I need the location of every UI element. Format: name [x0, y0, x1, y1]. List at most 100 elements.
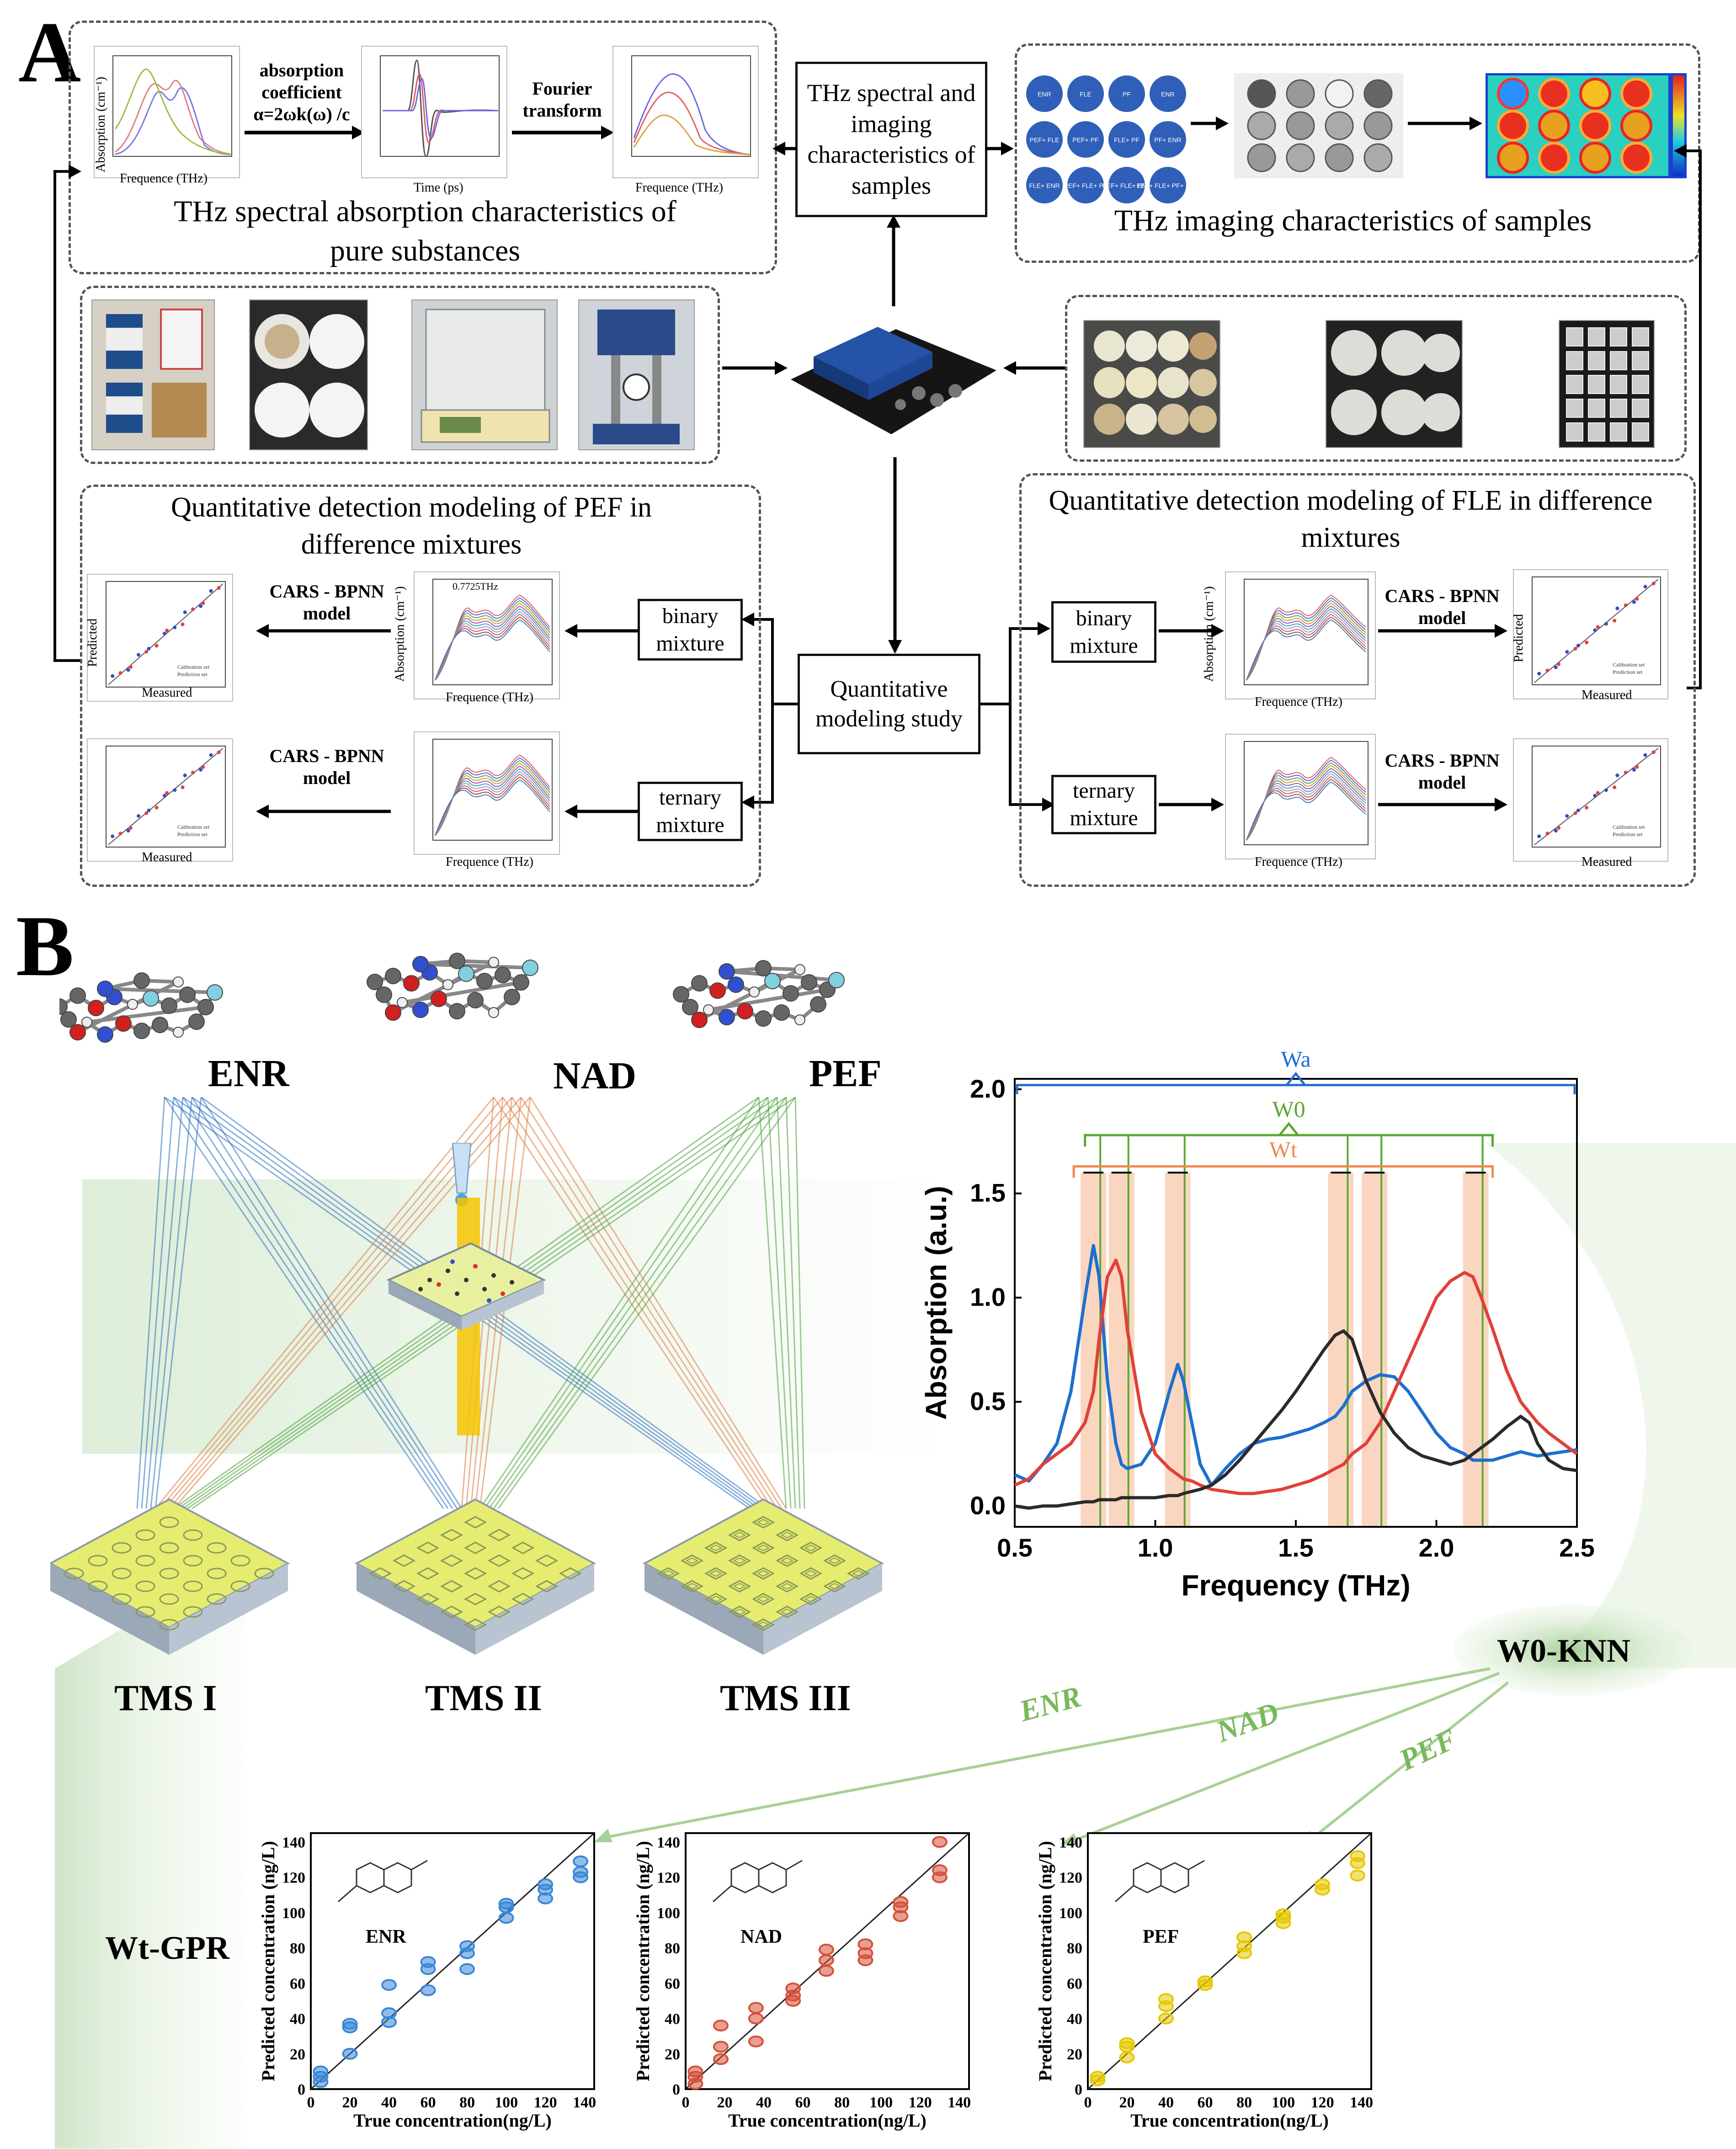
mini-scatter-point	[1643, 753, 1647, 757]
arrow-line-3: α=2ωk(ω) /c	[253, 104, 350, 124]
y-tick-label: 120	[282, 1870, 305, 1887]
atom	[133, 1023, 150, 1039]
molecule-label-enr: ENR	[208, 1052, 289, 1095]
mini-scatter-point	[1624, 603, 1628, 607]
data-point	[932, 1836, 948, 1848]
x-tick-label: 80	[834, 2094, 850, 2111]
atom	[801, 974, 817, 991]
sample-holder	[1610, 422, 1627, 442]
atom	[173, 976, 184, 987]
absorption-coefficient-label: absorption coefficient α=2ωk(ω) /c	[247, 59, 357, 125]
identity-line	[1087, 1832, 1372, 2090]
mini-spectrum-line	[1246, 770, 1366, 841]
sample-circle	[1026, 167, 1063, 203]
pef-ternary-spectrum	[414, 731, 560, 855]
mini-scatter-point	[1576, 644, 1580, 648]
y-tick-label: 1.5	[970, 1178, 1006, 1207]
sample-circle-label: PEF+ FLE+ PF+ ENR	[1137, 182, 1188, 189]
sample-holder	[1566, 422, 1583, 442]
mini-scatter-point	[137, 814, 141, 818]
mini-scatter-point	[126, 668, 130, 672]
sample-prep-photos-box	[80, 286, 720, 464]
sample-holder	[1566, 351, 1583, 370]
sample-holder	[1566, 399, 1583, 418]
data-point	[459, 1963, 475, 1975]
sample-holder	[1610, 351, 1627, 370]
tms-label-3: TMS III	[720, 1678, 851, 1718]
mini-spectrum-line	[435, 594, 550, 681]
mini-scatter-point	[199, 768, 203, 772]
y-tick-label: 40	[665, 2011, 680, 2028]
beam-line	[479, 1097, 760, 1509]
beam-line	[767, 1097, 792, 1509]
arrow-right-center	[985, 142, 1014, 155]
sample-circle-label: FLE	[1080, 91, 1092, 98]
mini-scatter-point	[1613, 619, 1617, 623]
mini-scatter-point	[118, 671, 122, 675]
data-point	[713, 2019, 729, 2032]
model-line-2c: model	[1418, 608, 1466, 628]
arrow-right-img1	[1191, 117, 1229, 130]
spectrum-line-1	[1014, 1258, 1578, 1495]
arrow-right-fle-binary	[1159, 624, 1224, 638]
arrow-to-spectrometer-right	[1003, 361, 1065, 375]
pef-ternary-model-label: CARS - BPNN model	[265, 745, 389, 789]
y-tick-label: 60	[290, 1975, 305, 1992]
x-tick-label: 80	[459, 2094, 475, 2111]
fle-binary-scat-ylabel: Predicted	[1511, 614, 1526, 662]
mini-scatter-legend: Calibration set	[177, 664, 210, 670]
x-tick-label: 40	[756, 2094, 772, 2111]
x-tick-label: 40	[1158, 2094, 1174, 2111]
y-tick-label: 100	[282, 1905, 305, 1922]
mini-scatter-point	[173, 788, 177, 792]
mini-spectrum-line	[435, 771, 550, 836]
pef-ternary-box: ternary mixture	[638, 782, 743, 841]
wt-window	[1328, 1173, 1354, 1527]
mini-scatter-point	[217, 750, 221, 754]
atom	[794, 1014, 805, 1025]
mini-scatter-point	[1557, 662, 1561, 666]
atom	[179, 987, 196, 1003]
atom	[783, 985, 799, 1002]
mini-scatter-point	[128, 826, 133, 830]
x-tick-label: 100	[869, 2094, 893, 2111]
spectrum-line-2	[1014, 1329, 1577, 1510]
tms-chips	[50, 1498, 884, 1655]
arrow-right-fle-ternary-2	[1378, 798, 1507, 811]
x-tick-label: 0.5	[997, 1533, 1033, 1562]
data-point	[381, 1979, 397, 1991]
atom	[59, 998, 68, 1015]
mini-spectrum-line	[1246, 619, 1366, 681]
sample-holder	[1566, 327, 1583, 347]
mini-scatter-point	[1565, 650, 1569, 654]
data-point	[498, 1898, 514, 1910]
atom	[161, 997, 177, 1014]
data-point	[1275, 1908, 1291, 1920]
atom	[143, 990, 159, 1007]
atom	[133, 972, 150, 989]
atom	[488, 1007, 499, 1018]
concentration-scatter-plots: 002020404060608080100100120120140140True…	[258, 1832, 1373, 2131]
sample-holder	[1632, 375, 1649, 394]
mini-scatter-point	[128, 665, 133, 669]
y-tick-label: 100	[657, 1905, 680, 1922]
sample-circle-label: ENR	[1038, 91, 1051, 98]
mini-scatter-point	[1643, 585, 1647, 589]
knn-arrows	[594, 1667, 1508, 1845]
pef-binary-spec-xlabel: Frequence (THz)	[446, 690, 534, 704]
mini-scatter-point	[137, 653, 141, 657]
data-point	[1350, 1869, 1366, 1882]
y-tick-label: 20	[665, 2046, 680, 2063]
scatter-plot-pef: 002020404060608080100100120120140140True…	[1035, 1832, 1373, 2131]
x-tick-label: 1.0	[1138, 1533, 1173, 1562]
beam-line	[794, 1097, 805, 1509]
mini-scatter-point	[1585, 640, 1589, 645]
x-tick-label: 60	[795, 2094, 811, 2111]
mini-scatter-point	[154, 805, 159, 810]
data-point	[1119, 2037, 1135, 2049]
wt-bracket	[1072, 1165, 1494, 1178]
x-tick-label: 100	[495, 2094, 518, 2111]
pef-binary-spectrum	[414, 571, 560, 699]
beam-line	[502, 1097, 773, 1509]
